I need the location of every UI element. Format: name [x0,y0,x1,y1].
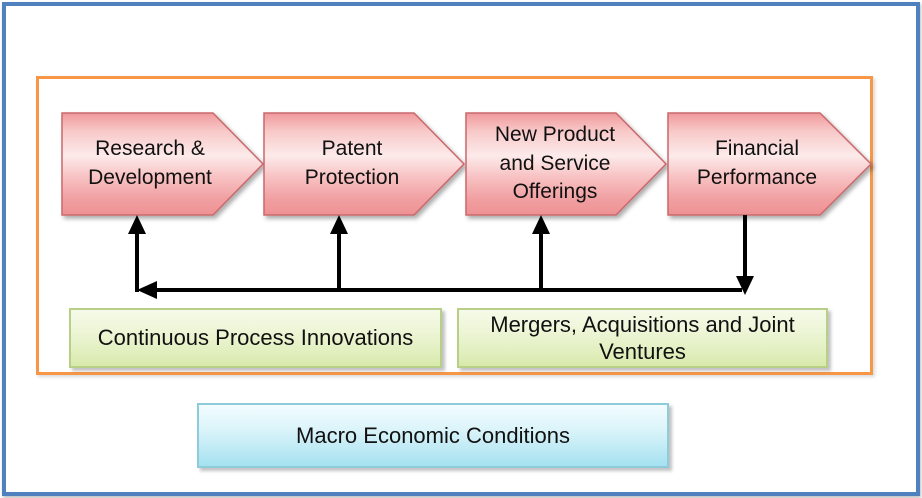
chevron-patent-protection-label: Patent Protection [304,137,400,189]
chevron-financial-performance-label: Financial Performance [696,137,818,189]
box-continuous-process-innovations: Continuous Process Innovations [69,308,442,368]
chevron-research-development-shape [61,112,265,216]
arrow-up-patent-head-icon [330,215,348,234]
inner-orange-frame [36,76,873,375]
chevron-new-product-shape [465,112,668,216]
box-mergers-acquisitions-joint-ventures-label: Mergers, Acquisitions and Joint Ventures [490,311,795,365]
box-macro-economic-conditions-label: Macro Economic Conditions [296,422,570,448]
arrow-up-rd-head-icon [128,215,146,234]
box-continuous-process-innovations-label: Continuous Process Innovations [97,325,414,351]
box-macro-economic-conditions: Macro Economic Conditions [197,403,669,468]
chevron-research-development-label: Research & Development [88,137,212,189]
arrow-down-financial-head-icon [736,276,754,295]
arrow-up-newproduct-head-icon [532,215,550,234]
chevron-patent-protection-shape [263,112,466,216]
box-mergers-acquisitions-joint-ventures: Mergers, Acquisitions and Joint Ventures [457,308,828,368]
chevron-new-product-label: New Product and Service Offerings [494,122,616,204]
chevron-financial-performance-shape [667,112,873,216]
feedback-left-arrowhead-icon [137,281,157,299]
